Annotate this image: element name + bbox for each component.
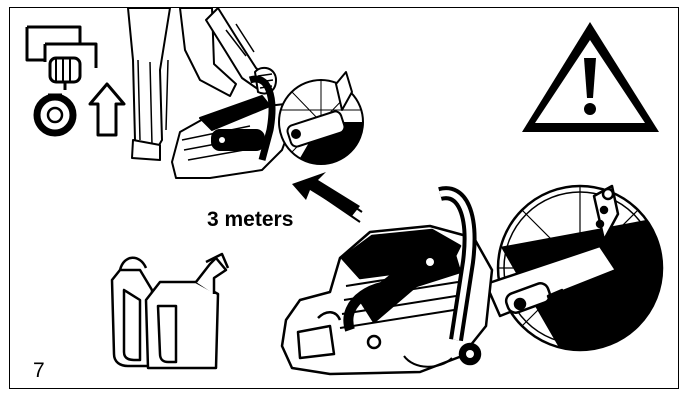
distance-label: 3 meters	[207, 208, 294, 231]
fuel-can-icon	[110, 252, 230, 370]
operator-with-cutoff-saw	[127, 7, 364, 179]
figure-frame	[9, 7, 679, 389]
direction-arrow	[292, 172, 363, 223]
warning-triangle-icon	[522, 22, 659, 132]
power-cutter-saw	[280, 184, 680, 376]
hand-pull-starter-icon	[25, 25, 98, 137]
page-number: 7	[33, 359, 45, 382]
up-arrow-icon	[88, 82, 126, 137]
